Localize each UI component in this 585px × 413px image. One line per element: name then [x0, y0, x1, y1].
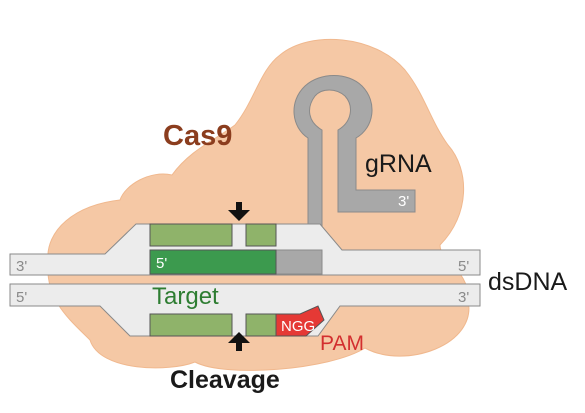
bottom-strand-right-end-label: 3': [458, 289, 469, 306]
target-top-right-segment: [245, 223, 277, 247]
grna-duplex-segment: [275, 249, 323, 275]
cleavage-arrow-top-icon: [228, 202, 250, 221]
cleavage-label: Cleavage: [170, 366, 280, 394]
top-strand-left-end-label: 3': [16, 258, 27, 275]
target-label: Target: [152, 283, 219, 310]
target-bottom-left-segment: [149, 313, 233, 337]
pam-label: PAM: [320, 332, 364, 355]
top-strand-right-end-label: 5': [458, 258, 469, 275]
pam-block: [275, 305, 325, 337]
cas9-label: Cas9: [163, 120, 232, 152]
guide-5prime-label: 5': [156, 255, 167, 272]
grna-label: gRNA: [365, 150, 432, 178]
pam-sequence-label: NGG: [281, 318, 315, 335]
dsdna-label: dsDNA: [488, 268, 568, 296]
target-bottom-right-segment: [245, 313, 277, 337]
dna-bottom-strand: [9, 283, 481, 337]
guide-rna-target-segment: [149, 249, 277, 275]
cleavage-arrow-bottom-icon: [228, 332, 250, 351]
bottom-strand-left-end-label: 5': [16, 289, 27, 306]
grna-hairpin: [293, 75, 416, 245]
target-top-left-segment: [149, 223, 233, 247]
grna-3prime-label: 3': [398, 193, 409, 210]
